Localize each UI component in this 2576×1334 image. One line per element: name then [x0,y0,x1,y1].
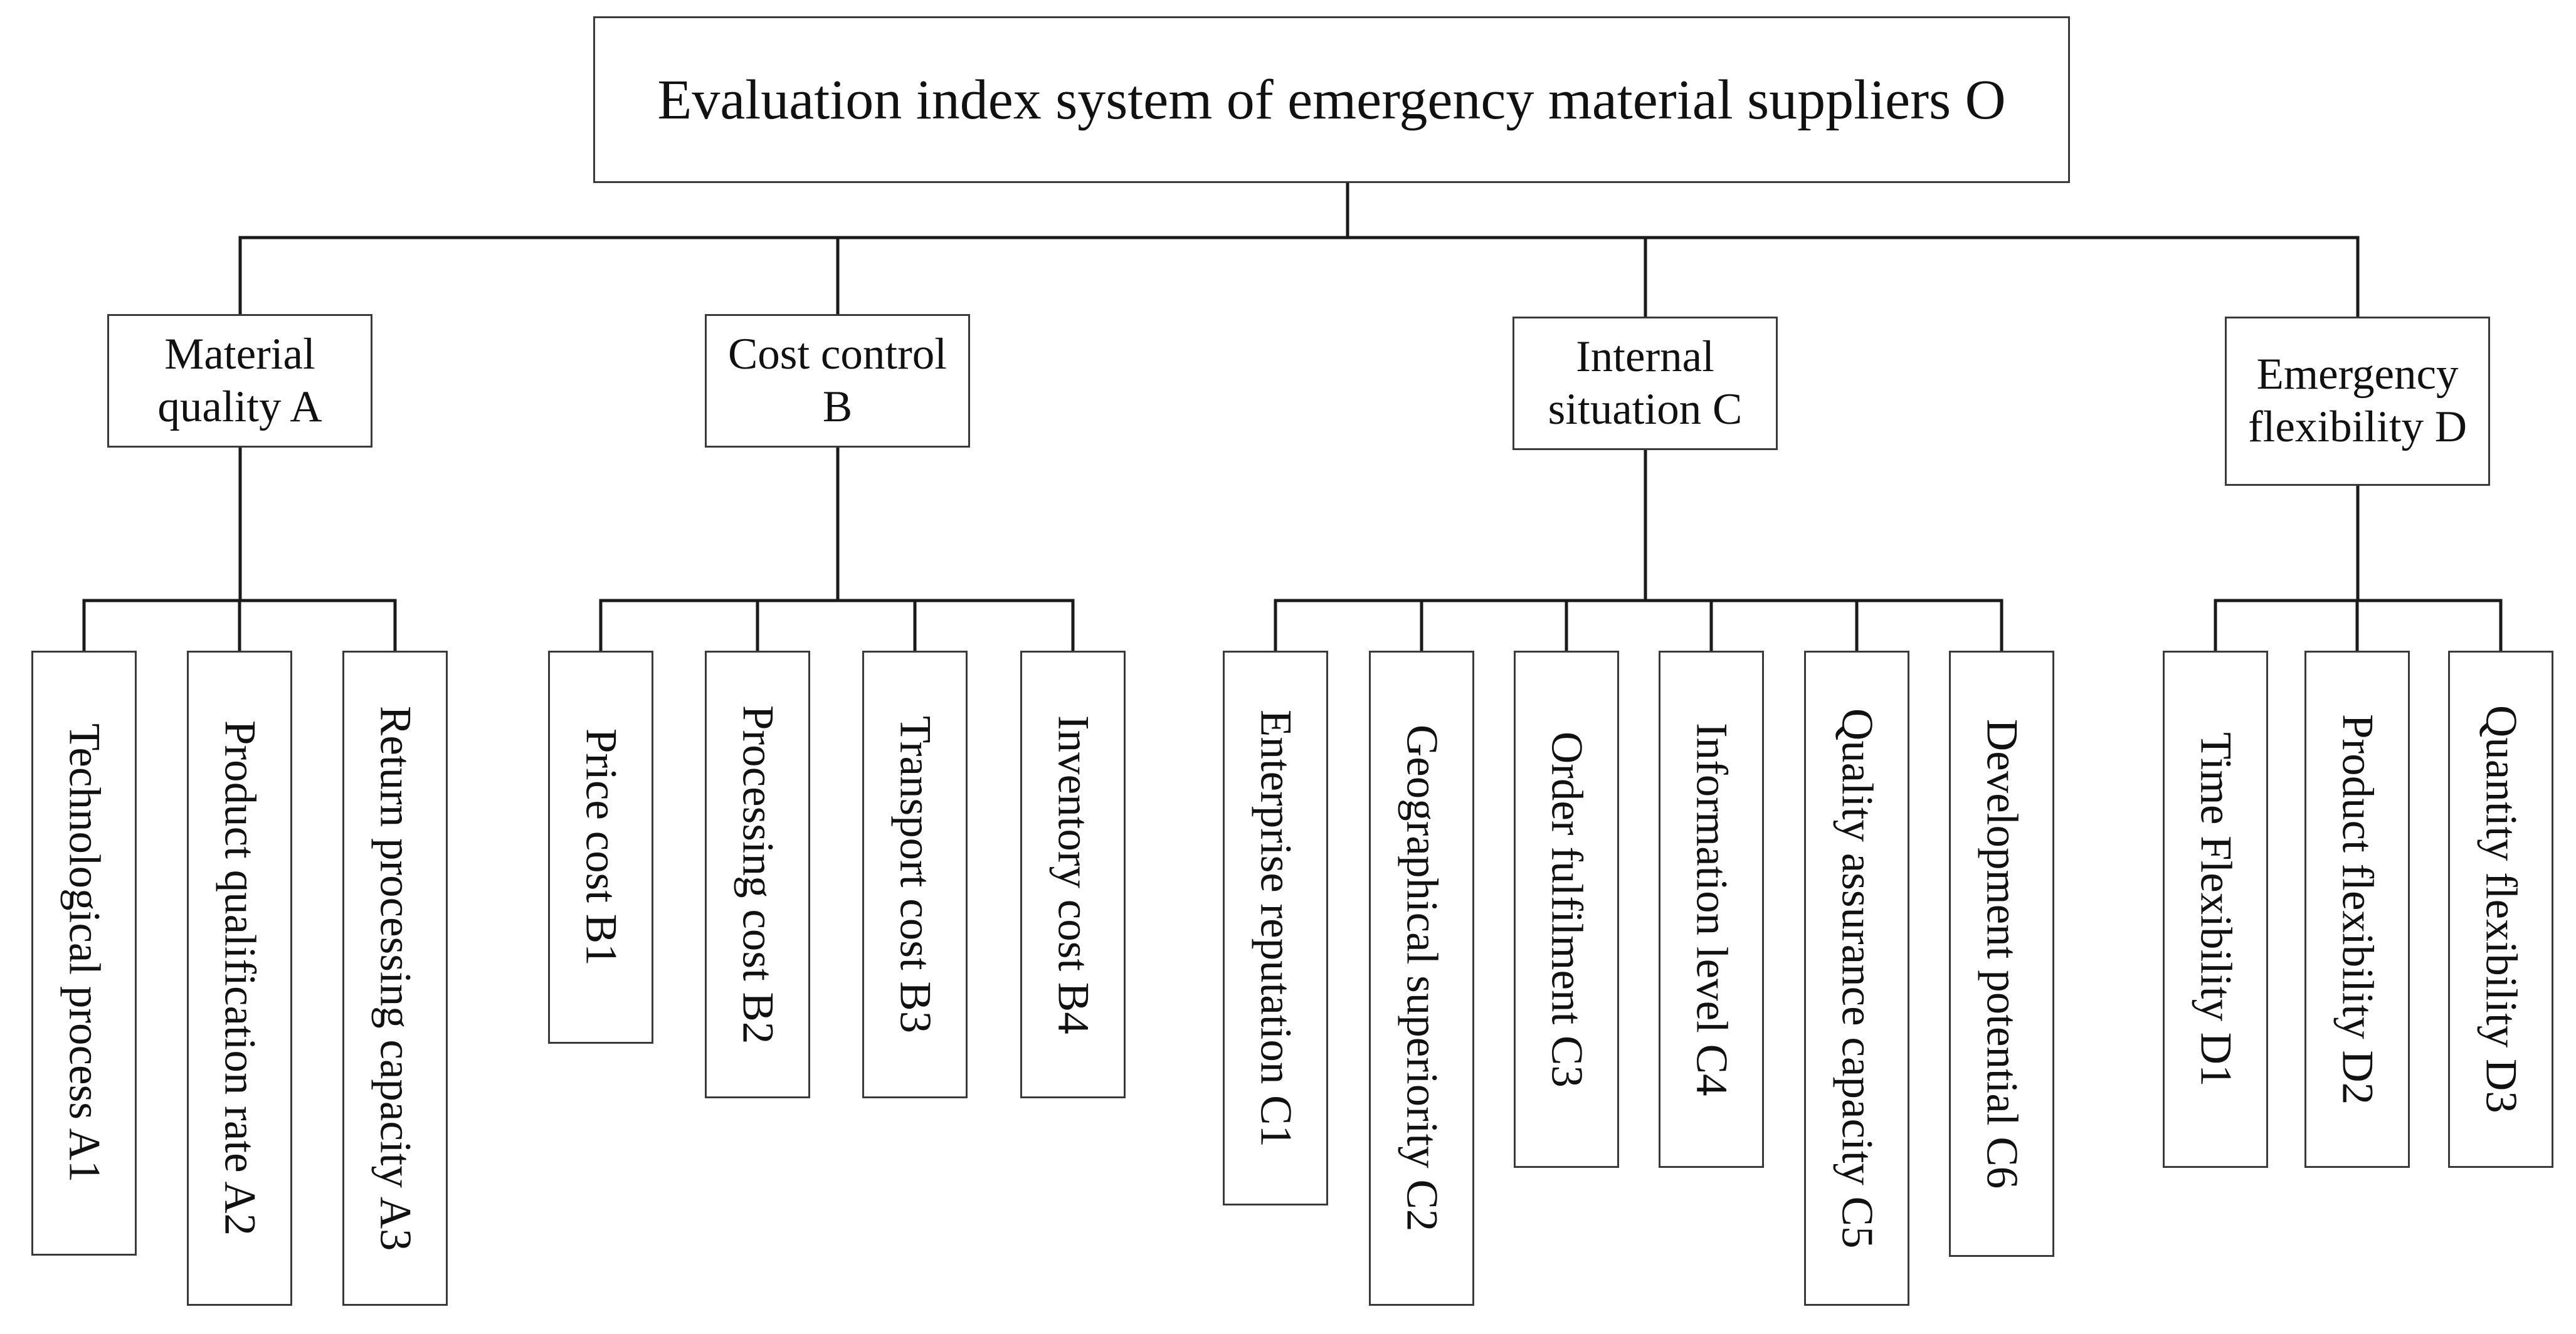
indicator-node-b3: Transport cost B3 [862,651,968,1098]
indicator-label: Technological process A1 [60,723,109,1183]
indicator-label: Development potential C6 [1977,718,2027,1189]
indicator-node-a3: Return processing capacity A3 [342,651,448,1306]
indicator-node-b2: Processing cost B2 [705,651,810,1098]
indicator-label: Price cost B1 [576,728,626,966]
indicator-label: Return processing capacity A3 [371,705,420,1251]
indicator-node-c3: Order fulfilment C3 [1514,651,1619,1168]
indicator-node-d3: Quantity flexibility D3 [2448,651,2553,1168]
indicator-node-d1: Time Flexibility D1 [2163,651,2268,1168]
category-label: Internal situation C [1548,332,1743,434]
indicator-label: Quantity flexibility D3 [2476,705,2526,1113]
indicator-node-c5: Quality assurance capacity C5 [1804,651,1909,1306]
indicator-node-a1: Technological process A1 [31,651,137,1256]
indicator-label: Processing cost B2 [733,705,783,1044]
category-node-internal-situation: Internal situation C [1512,317,1778,450]
indicator-node-c6: Development potential C6 [1949,651,2054,1257]
indicator-label: Geographical superiority C2 [1397,725,1447,1232]
indicator-label: Quality assurance capacity C5 [1832,708,1882,1249]
indicator-label: Transport cost B3 [890,715,940,1034]
category-node-material-quality: Material quality A [107,314,372,448]
category-node-cost-control: Cost control B [705,314,970,448]
indicator-label: Time Flexibility D1 [2191,732,2241,1087]
indicator-label: Order fulfilment C3 [1542,731,1592,1088]
indicator-node-c1: Enterprise reputation C1 [1223,651,1328,1205]
indicator-node-a2: Product qualification rate A2 [187,651,292,1306]
indicator-node-b4: Inventory cost B4 [1020,651,1126,1098]
category-node-emergency-flexibility: Emergency flexibility D [2225,317,2490,486]
indicator-label: Product qualification rate A2 [215,720,265,1236]
category-label: Material quality A [157,329,322,431]
indicator-node-c2: Geographical superiority C2 [1369,651,1474,1306]
root-node: Evaluation index system of emergency mat… [593,16,2070,183]
root-node-label: Evaluation index system of emergency mat… [657,68,2006,131]
indicator-label: Product flexibility D2 [2333,713,2382,1105]
indicator-label: Information level C4 [1687,722,1736,1096]
category-label: Cost control B [727,329,948,431]
indicator-label: Inventory cost B4 [1048,715,1098,1034]
indicator-node-c4: Information level C4 [1659,651,1764,1168]
indicator-node-d2: Product flexibility D2 [2304,651,2410,1168]
indicator-node-b1: Price cost B1 [548,651,653,1044]
category-label: Emergency flexibility D [2247,350,2468,451]
indicator-label: Enterprise reputation C1 [1251,709,1301,1147]
